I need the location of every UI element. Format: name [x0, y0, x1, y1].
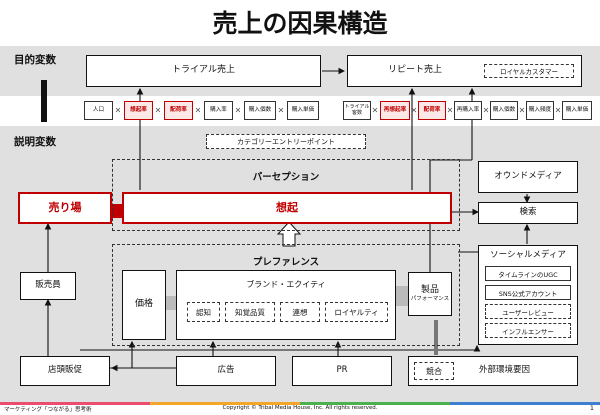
social-item-timeline-ugc: タイムラインのUGC	[485, 266, 571, 281]
repeat-factor-5: 購入頻度	[526, 101, 554, 120]
footer-copyright: Copyright © Tribal Media House, Inc. All…	[222, 405, 378, 411]
trial-factor-0: 人口	[84, 101, 113, 120]
multiply-sign: ×	[154, 105, 162, 115]
equity-item-loyalty: ロイヤルティ	[325, 302, 388, 322]
search-box: 検索	[478, 202, 578, 224]
equity-item-perceived-quality: 知覚品質	[225, 302, 275, 322]
perception-group	[112, 159, 460, 231]
multiply-sign: ×	[446, 105, 454, 115]
advertising-box: 広告	[176, 356, 276, 386]
trial-factor-5: 購入単価	[287, 101, 319, 120]
multiply-sign: ×	[277, 105, 285, 115]
trial-factor-4: 購入個数	[244, 101, 276, 120]
footer-left-text: マーケティング「つながる」思考術	[4, 407, 92, 413]
external-factors-label: 外部環境要因	[479, 365, 531, 376]
repeat-factor-0: トライアル 客数	[343, 101, 371, 120]
multiply-sign: ×	[410, 105, 418, 115]
pr-box: PR	[292, 356, 392, 386]
owned-media-box: オウンドメディア	[478, 161, 578, 193]
sales-staff-box: 販売員	[20, 272, 76, 300]
repeat-factor-2: 配荷率	[418, 101, 446, 120]
equity-item-awareness: 認知	[187, 302, 220, 322]
preference-title: プレファレンス	[252, 257, 320, 268]
trial-factor-2: 配荷率	[164, 101, 193, 120]
objective-variable-label: 目的変数	[14, 54, 56, 66]
trial-factor-3: 購入率	[204, 101, 233, 120]
preference-group	[112, 244, 460, 346]
trial-factor-1: 想起率	[124, 101, 153, 120]
price-box: 価格	[122, 270, 166, 340]
multiply-sign: ×	[234, 105, 242, 115]
loyal-customer-box: ロイヤルカスタマー	[484, 64, 574, 78]
trial-sales-box: トライアル売上	[86, 55, 321, 87]
social-item-sns-official: SNS公式アカウント	[485, 285, 571, 300]
multiply-sign: ×	[194, 105, 202, 115]
multiply-sign: ×	[371, 105, 379, 115]
competition-box: 競合	[414, 362, 454, 380]
multiply-sign: ×	[114, 105, 122, 115]
recall-box: 想起	[122, 192, 452, 224]
repeat-sales-label: リピート売上	[388, 65, 443, 76]
multiply-sign: ×	[482, 105, 490, 115]
repeat-factor-6: 購入単価	[562, 101, 592, 120]
social-media-title: ソーシャルメディア	[490, 250, 566, 260]
store-floor-box: 売り場	[18, 192, 112, 224]
store-promotion-box: 店頭販促	[20, 356, 110, 386]
repeat-factor-3: 再購入率	[454, 101, 482, 120]
equity-item-association: 連想	[280, 302, 320, 322]
social-item-user-review: ユーザーレビュー	[485, 304, 571, 319]
performance-label: パフォーマンス	[410, 295, 450, 302]
brand-equity-label: ブランド・エクイティ	[246, 280, 326, 289]
product-label: 製品	[420, 285, 439, 296]
perception-title: パーセプション	[252, 172, 320, 183]
page-number: 1	[589, 404, 594, 412]
explanatory-variable-label: 説明変数	[14, 136, 56, 148]
multiply-sign: ×	[518, 105, 526, 115]
repeat-factor-4: 購入個数	[490, 101, 518, 120]
page-title: 売上の因果構造	[212, 9, 388, 38]
product-performance-box: 製品 パフォーマンス	[408, 272, 452, 316]
multiply-sign: ×	[554, 105, 562, 115]
repeat-factor-1: 再想起率	[380, 101, 410, 120]
social-item-influencer: インフルエンサー	[485, 323, 571, 338]
category-entry-point-box: カテゴリーエントリーポイント	[206, 134, 366, 149]
